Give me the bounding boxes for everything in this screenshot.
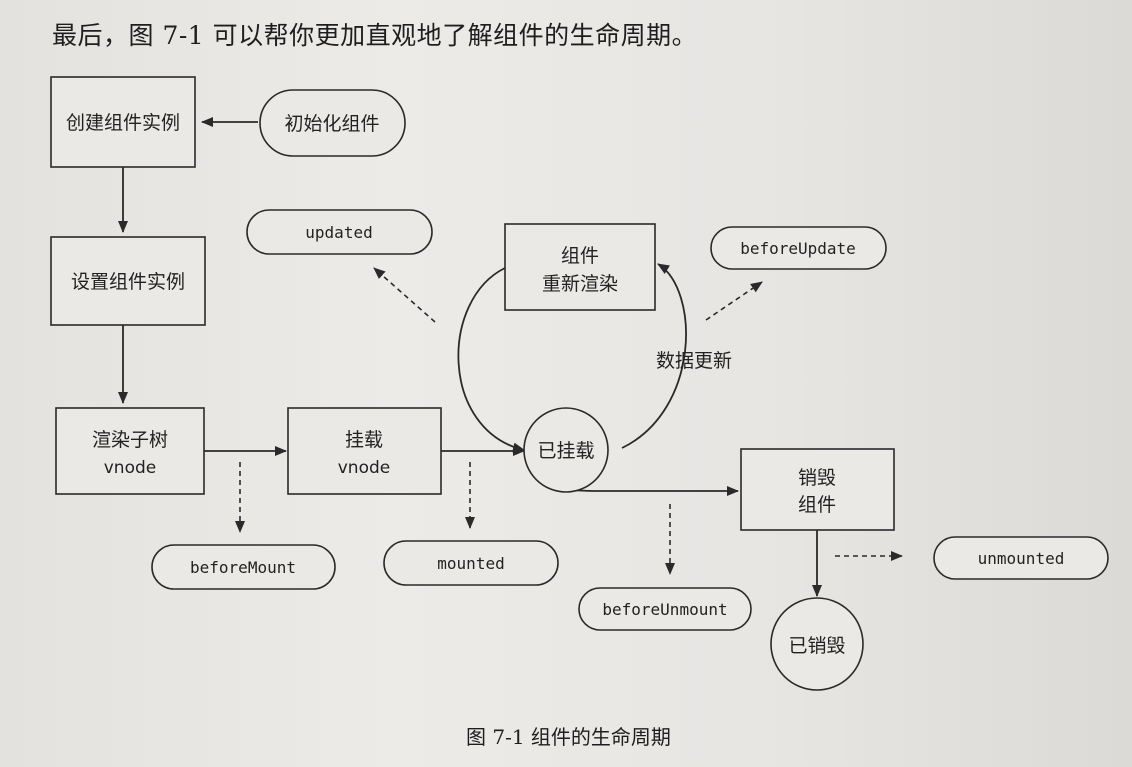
label-destroyed-state: 已销毁 [788, 635, 845, 657]
intro-paragraph: 最后，图 7-1 可以帮你更加直观地了解组件的生命周期。 [52, 21, 698, 50]
node-render-subtree: 渲染子树 vnode [55, 407, 205, 495]
label-hook-before-mount: beforeMount [190, 558, 296, 577]
label-data-update: 数据更新 [656, 350, 732, 372]
label-render-vnode: vnode [104, 458, 157, 478]
hook-before-mount: beforeMount [151, 544, 336, 590]
label-hook-before-update: beforeUpdate [740, 239, 856, 258]
hook-updated: updated [246, 209, 433, 255]
label-mount-vnode: vnode [338, 458, 391, 478]
node-create-instance: 创建组件实例 [50, 76, 196, 168]
label-hook-unmounted: unmounted [978, 549, 1065, 568]
label-render-subtree: 渲染子树 [92, 429, 168, 451]
arrow-mounted-to-destroy [565, 486, 739, 496]
node-destroyed-state: 已销毁 [770, 597, 864, 691]
figure-caption: 图 7-1 组件的生命周期 [466, 725, 671, 749]
label-mount: 挂载 [345, 429, 383, 451]
label-init-component: 初始化组件 [284, 113, 379, 135]
label-rerender-component: 组件 [561, 245, 599, 267]
label-destroy: 销毁 [798, 467, 836, 489]
label-destroy-component: 组件 [798, 494, 836, 516]
label-setup-instance: 设置组件实例 [71, 271, 185, 293]
label-create-instance: 创建组件实例 [66, 112, 180, 134]
hook-before-unmount: beforeUnmount [578, 587, 752, 631]
label-hook-updated: updated [305, 223, 372, 242]
arrow-mounted-to-rerender [621, 263, 687, 449]
arrow-rerender-to-mounted [457, 267, 525, 453]
node-rerender: 组件 重新渲染 [504, 223, 656, 311]
node-mounted-state: 已挂载 [523, 407, 609, 493]
hook-mounted: mounted [383, 540, 559, 586]
node-setup-instance: 设置组件实例 [50, 236, 206, 326]
label-rerender: 重新渲染 [542, 273, 618, 295]
node-init-component: 初始化组件 [259, 89, 406, 157]
label-hook-before-unmount: beforeUnmount [602, 600, 727, 619]
node-mount-vnode: 挂载 vnode [287, 407, 442, 495]
hook-before-update: beforeUpdate [710, 226, 887, 270]
node-destroy-component: 销毁 组件 [740, 448, 895, 531]
dashed-arrow-before-update [705, 281, 763, 321]
hook-unmounted: unmounted [933, 536, 1109, 580]
label-hook-mounted: mounted [437, 554, 504, 573]
label-mounted-state: 已挂载 [537, 440, 594, 462]
dashed-arrow-updated [373, 267, 436, 323]
